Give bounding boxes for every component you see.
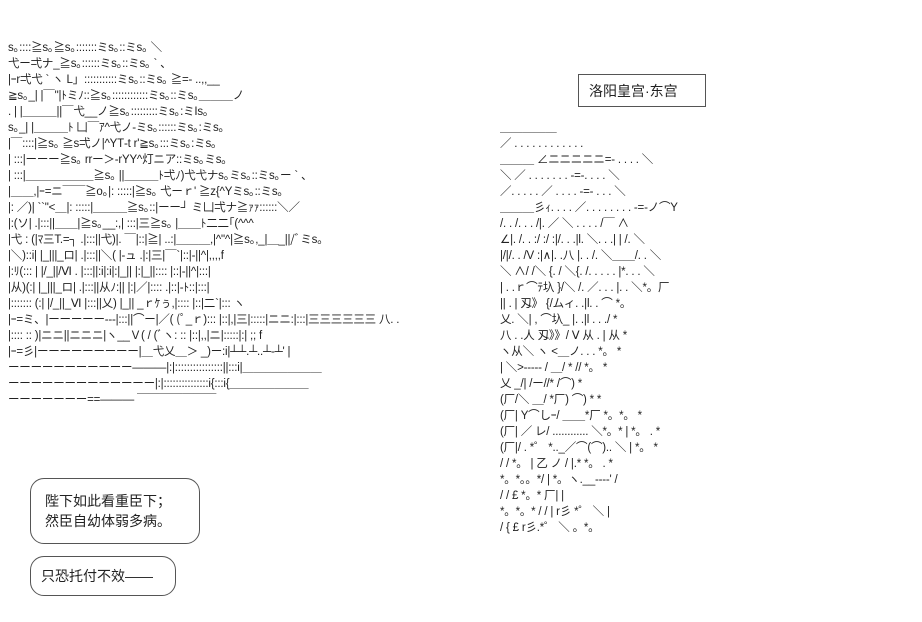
ascii-art-line: |￣::::|≧s｡ ≧s弌ノ|^YT‐t r'≧s｡:::ミs｡:ミs｡ bbox=[8, 138, 217, 150]
ascii-art-line: 乂 _/| /ー//* /⌒) * bbox=[500, 378, 583, 390]
dialogue-line: 陛下如此看重臣下； bbox=[45, 493, 171, 509]
ascii-art-line: |:::: :: )|ニニ||ニニニ|ヽ__Ｖ( / (ﾞヽ: :: |::|,… bbox=[8, 330, 263, 342]
ascii-art-line: |＼)::i| |_|||_ロ| .|:::||＼( |-ュ .|:|三|￣`|… bbox=[8, 250, 224, 262]
speech-bubble-2: 只恐托付不效—— bbox=[30, 556, 176, 596]
ascii-art-line: |＿＿,|ｰ=ニ￣￣≧o｡|: :::::|≧s｡ 弋ーｒ' ≧z{^Yミs｡:… bbox=[8, 186, 283, 198]
ascii-art-line: | ＼>‐‐‐‐‐ / ＿/ * // *。 * bbox=[500, 362, 608, 374]
location-caption-box: 洛阳皇宫·东宫 bbox=[578, 74, 706, 107]
ascii-art-line: | :::|＿＿＿＿＿＿≧s｡ ||＿＿＿ﾄ弌ﾉ)弋弋ナs｡ミs｡::ミs｡ー … bbox=[8, 170, 313, 182]
ascii-art-line: (厂| ／ レ/ ............ ＼*。* | *。 . * bbox=[500, 426, 660, 438]
ascii-art-line: . | |＿＿＿||￣弋__ノ≧s｡:::::::::ミs｡:ミIs｡ bbox=[8, 106, 209, 118]
ascii-art-line: ＼ ／ . . . . . . . -=-. . . . ＼ bbox=[500, 170, 620, 182]
ascii-art-line: (厂| Y⌒しｰ/ ＿＿*厂 *。*。 * bbox=[500, 410, 642, 422]
ascii-art-line: *。*。。*/ | *。ヽ.__---‐' / bbox=[500, 474, 618, 486]
ascii-art-line: |::::::: (:| |/_||_Ⅵ |:::||乂) |_|| _ｒｹぅ,… bbox=[8, 298, 245, 310]
ascii-art-line: 八 . .人 刄》》/ Ⅴ 从 . | 从 * bbox=[500, 330, 628, 342]
ascii-art-line: (厂/＼ ＿/ *厂) ⌒) * * bbox=[500, 394, 602, 406]
ascii-art-line: |:(ソ| .|:::||＿＿|≧s｡__:,| :::|三≧s｡ |＿＿ﾄ二二… bbox=[8, 218, 254, 230]
ascii-art-line: |弋 : (|ﾏ三T.=┐ .|:::||弋)|. ￣|::|≧| ..:|＿＿… bbox=[8, 234, 323, 246]
ascii-art-palace-building: s｡::::≧s｡≧s｡:::::::ミs｡::ミs｡ ＼ 弋ー弌ナ_≧s｡::… bbox=[8, 40, 486, 408]
ascii-art-line: 乂. ＼| , ⌒圦_ |. .|l . . ./ * bbox=[500, 314, 618, 326]
location-caption: 洛阳皇宫·东宫 bbox=[589, 83, 678, 99]
ascii-art-line: | . .ｒ⌒ﾃ圦 }/＼ /. ／. . . |. . ＼*。厂 bbox=[500, 282, 670, 294]
ascii-art-line: ヽ从＼ ヽ <＿ノ. . . *。 * bbox=[500, 346, 622, 358]
ascii-art-line: |:ﾘ(::: | |/_||/Ⅵ . |:::||:i|:i|:|_|| |:… bbox=[8, 266, 211, 278]
ascii-art-character-figure: ＿＿＿＿＿ ／ . . . . . . . . . . . . ＿＿＿ ∠ニニニ… bbox=[500, 120, 914, 536]
ascii-art-line: ／. . . . . ／ . . . . -=- . . . ＼ bbox=[500, 186, 626, 198]
ascii-art-line: | :::|ーーー≧s｡ rrー＞‐rYY^灯ニア::ミs｡ミs｡ bbox=[8, 154, 227, 166]
ascii-art-line: |ｰ=ミ、|ーーーーー‐‐‐|:::||⌒ー|／( (ﾟ_ｒ)::: |::|,… bbox=[8, 314, 400, 326]
ascii-art-line: ∠|. /. . :/ :/ :|/. . .|l. ＼. . .| | /. … bbox=[500, 234, 645, 246]
ascii-art-line: ＿＿＿彡ｨ. . . . ／. . . . . . . . -=-ノ⌒Y bbox=[500, 202, 678, 214]
ascii-art-line: / { £ r彡.*゜ ＼ 。*。 bbox=[500, 522, 600, 534]
ascii-art-line: || . | 刄》 {/ムィ. .|l. . ⌒ *。 bbox=[500, 298, 632, 310]
ascii-art-line: |/|/. . /V :|∧|. .八 |. . /. ＼＿＿/. . ＼ bbox=[500, 250, 662, 262]
ascii-art-line: s｡::::≧s｡≧s｡:::::::ミs｡::ミs｡ ＼ bbox=[8, 42, 162, 54]
ascii-art-line: ーーーーーーー==――― ￣￣￣￣￣￣￣ bbox=[8, 394, 217, 406]
ascii-art-line: /. . /. . . /|. ／ ＼ . . . . /￣ ∧ bbox=[500, 218, 629, 230]
ascii-art-line: ／ . . . . . . . . . . . . bbox=[500, 138, 584, 150]
ascii-art-line: ≧s｡_| |￣"|ﾄミﾉ::≧s｡::::::::::::ミs｡::ミs｡＿＿… bbox=[8, 90, 244, 102]
ascii-art-line: ＿＿＿＿＿ bbox=[500, 122, 557, 134]
speech-bubble-1: 陛下如此看重臣下； 然臣自幼体弱多病。 bbox=[30, 478, 200, 544]
ascii-art-line: |ｰr弌弋 ` ヽ L」:::::::::::ミs｡::ミs｡ ≧=- ..,,… bbox=[8, 74, 220, 86]
ascii-art-line: |: ／)| ``"<＿|: :::::|＿＿＿≧s｡::|ーー┘ ミ凵弌ナ≧ｧ… bbox=[8, 202, 300, 214]
ascii-art-line: (厂|/ . *゜ *.._／⌒(⌒).. ＼ | *。 * bbox=[500, 442, 658, 454]
ascii-art-line: ーーーーーーーーーーーーー|:|:::::::::::::::i{:::i{＿＿… bbox=[8, 378, 309, 390]
ascii-art-line: |从)(:| |_|||_ロ| .|:::||从ﾉ:|| |:|／|:::: .… bbox=[8, 282, 210, 294]
ascii-art-line: *。*。* / / | r彡 *゜ ＼ | bbox=[500, 506, 610, 518]
ascii-art-line: ＿＿＿ ∠ニニニニニ=- . . . . ＼ bbox=[500, 154, 654, 166]
dialogue-line: 只恐托付不效—— bbox=[41, 568, 153, 584]
ascii-art-line: 弋ー弌ナ_≧s｡::::::ミs｡::ミs｡ ` 、 bbox=[8, 58, 172, 70]
ascii-art-line: / / £ *。* 厂| | bbox=[500, 490, 564, 502]
ascii-art-line: / / *。 | 乙 ノ / |.* *。 . * bbox=[500, 458, 613, 470]
dialogue-line: 然臣自幼体弱多病。 bbox=[45, 513, 171, 529]
ascii-art-line: ーーーーーーーーーーー―――|:|::::::::::::::::||:::i|… bbox=[8, 362, 322, 374]
ascii-art-line: s｡_| |＿＿＿ﾄ 凵￣ｱ^弋ノ‐ミs｡::::::ミs｡:ミs｡ bbox=[8, 122, 225, 134]
ascii-art-line: ＼ ∧/ /＼ {. / ＼{. /. . . . . |*. . . ＼ bbox=[500, 266, 655, 278]
ascii-art-line: |ｰ=彡|ーーーーーーーーー|＿弋乂＿＞ _)ー:i|┴┴.┴..┴‐┴' | bbox=[8, 346, 291, 358]
